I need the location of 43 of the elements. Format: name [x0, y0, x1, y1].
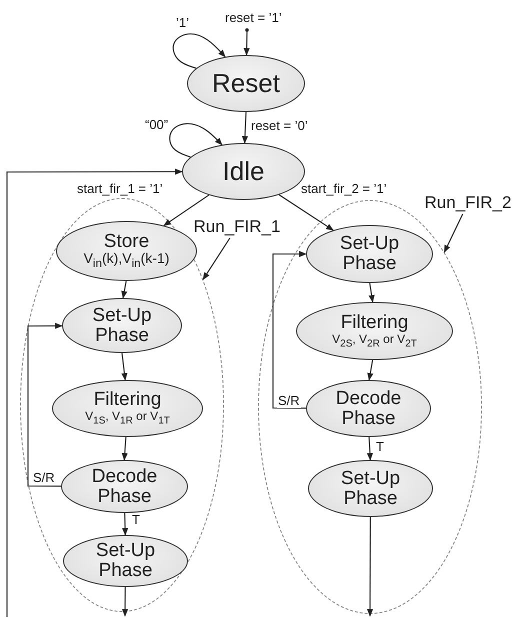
- transition-arrow: [163, 194, 210, 226]
- state-name: Set-Up Phase: [338, 234, 400, 274]
- state-name: Idle: [222, 158, 264, 186]
- edge-label: “00”: [144, 118, 170, 132]
- leader-arrow: [444, 214, 464, 253]
- state-name: Store: [104, 232, 150, 252]
- state-name: Filtering: [340, 312, 408, 333]
- transition-arrow: [122, 436, 128, 461]
- state-name: Reset: [212, 70, 280, 98]
- state-name: Set-Up Phase: [94, 541, 156, 581]
- edge-label: reset = ’1’: [224, 11, 283, 26]
- transition-arrow: [244, 28, 250, 56]
- transition-arrow: [366, 517, 374, 617]
- state-name: Filtering: [94, 390, 162, 410]
- state-name: Set-Up Phase: [91, 306, 153, 346]
- transition-arrow: [272, 250, 307, 409]
- transition-arrow: [27, 322, 63, 487]
- transition-arrow: [366, 436, 373, 461]
- transition-arrow: [242, 112, 248, 144]
- transition-arrow: [367, 360, 374, 381]
- state-detail: V$_{2S}$, V$_{2R}$ or V$_{2T}$: [332, 332, 417, 350]
- transition-arrow: [6, 168, 183, 617]
- transition-arrow: [122, 512, 128, 536]
- edge-label: start_fir_2 = ’1’: [300, 182, 388, 196]
- transition-arrow: [121, 352, 128, 381]
- edge-label: S/R: [32, 471, 56, 486]
- state-detail: V$_{1S}$, V$_{1R}$ or V$_{1T}$: [85, 410, 170, 427]
- state-name: Set-Up Phase: [340, 468, 402, 508]
- leader-arrow: [202, 238, 230, 280]
- edge-label: S/R: [277, 394, 301, 408]
- group-label: Run_FIR_2: [424, 194, 512, 212]
- transition-arrow: [368, 282, 375, 303]
- state-detail: V$_{in}$(k),V$_{in}$(k-1): [84, 251, 170, 270]
- transition-arrow: [169, 123, 222, 158]
- state-name: Decode Phase: [334, 388, 402, 428]
- state-name: Decode Phase: [90, 466, 158, 506]
- transition-arrow: [172, 33, 226, 69]
- transition-arrow: [122, 587, 128, 617]
- edge-label: reset = ’0’: [250, 119, 309, 134]
- transition-arrow: [278, 194, 334, 231]
- transition-arrow: [121, 280, 128, 299]
- edge-label: start_fir_1 = ’1’: [76, 182, 164, 196]
- group-label: Run_FIR_1: [194, 218, 280, 236]
